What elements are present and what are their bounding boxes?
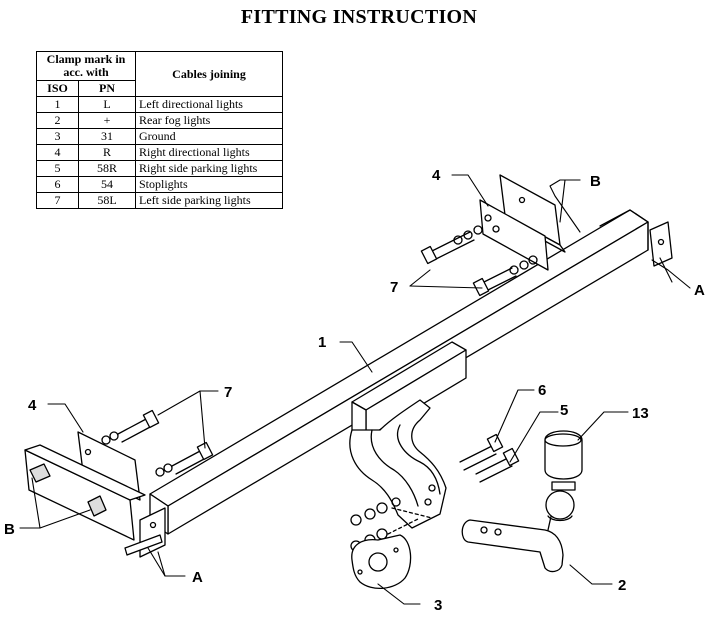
callout-3: 3 xyxy=(434,597,442,614)
callout-a-bottom: A xyxy=(192,569,203,586)
callout-7-left: 7 xyxy=(224,384,232,401)
callout-a-right: A xyxy=(694,282,705,299)
pn-header: PN xyxy=(78,80,136,97)
callout-4-left: 4 xyxy=(28,397,37,414)
callout-2: 2 xyxy=(618,577,626,594)
clamp-mark-header: Clamp mark in acc. with xyxy=(36,51,136,81)
cable-joining-table: Clamp mark in acc. with Cables joining I… xyxy=(36,51,283,209)
callout-1: 1 xyxy=(318,334,326,351)
center-sleeve xyxy=(351,341,467,439)
leader-lines xyxy=(19,174,691,605)
callout-labels: 1 4 B A 7 4 7 B A 6 5 13 2 3 xyxy=(4,167,705,614)
table-row: 2+Rear fog lights xyxy=(36,112,283,129)
callout-5: 5 xyxy=(560,402,568,419)
ball-cover-part-13 xyxy=(544,430,583,491)
desc-cell: Right directional lights xyxy=(135,144,283,161)
callout-6: 6 xyxy=(538,382,546,399)
ball-neck-part-2 xyxy=(461,490,575,573)
table-subheader-row: ISO PN xyxy=(36,80,283,97)
pn-cell: 58R xyxy=(78,160,136,177)
callout-7-top: 7 xyxy=(390,279,398,296)
desc-cell: Left side parking lights xyxy=(135,192,283,209)
desc-cell: Right side parking lights xyxy=(135,160,283,177)
page-title: FITTING INSTRUCTION xyxy=(240,6,478,28)
iso-cell: 7 xyxy=(36,192,79,209)
callout-b-top: B xyxy=(590,173,601,190)
callout-4-top: 4 xyxy=(432,167,441,184)
callout-13: 13 xyxy=(632,405,649,422)
bolt-set-7-top xyxy=(420,225,538,297)
bolts-5-6 xyxy=(459,433,520,483)
neck-bracket xyxy=(349,399,447,529)
bolt-set-7-left xyxy=(101,409,214,477)
right-side-bracket xyxy=(479,174,673,271)
callout-b-left: B xyxy=(4,521,15,538)
socket-plate-part-3 xyxy=(351,534,412,589)
left-side-bracket xyxy=(24,431,166,558)
